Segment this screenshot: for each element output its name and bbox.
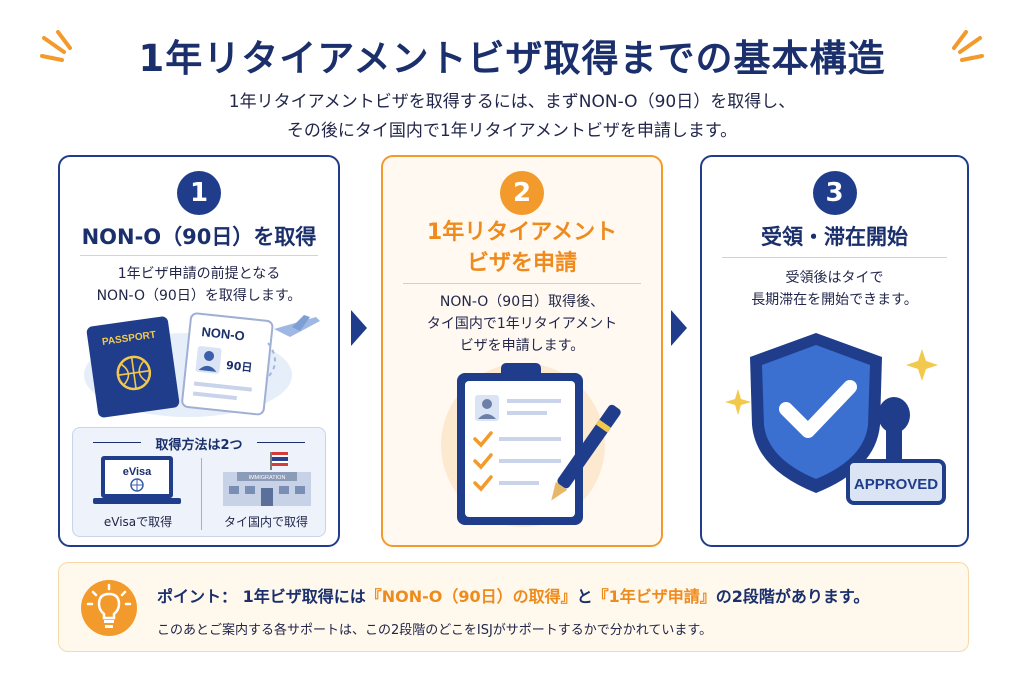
passport-icon: PASSPORT — [86, 316, 180, 418]
subtitle-line: 1年リタイアメントビザを取得するには、まずNON-O（90日）を取得し、 — [228, 92, 796, 112]
desc-line: 受領後はタイで — [785, 270, 884, 286]
pen-icon — [551, 404, 621, 501]
desc-line: 1年ビザ申請の前提となる — [117, 266, 281, 282]
page-title: 1年リタイアメントビザ取得までの基本構造 — [138, 37, 886, 80]
chevron-right-icon — [671, 310, 687, 346]
point-highlight: 『1年ビザ申請』 — [592, 587, 716, 606]
divider — [201, 458, 202, 530]
visa-card-icon: NON-O 90日 — [181, 312, 274, 416]
point-highlight: 『NON-O（90日）の取得』 — [365, 587, 577, 606]
point-banner: ポイント： 1年ビザ取得には『NON-O（90日）の取得』と『1年ビザ申請』の2… — [58, 562, 969, 652]
building-sign: IMMIGRATION — [249, 475, 286, 481]
page-subtitle: 1年リタイアメントビザを取得するには、まずNON-O（90日）を取得し、 その後… — [0, 88, 1024, 146]
subtitle-line: その後にタイ国内で1年リタイアメントビザを申請します。 — [286, 121, 738, 141]
immigration-building-icon: IMMIGRATION — [223, 452, 311, 506]
step-description: NON-O（90日）取得後、 タイ国内で1年リタイアメント ビザを申請します。 — [383, 291, 661, 357]
desc-line: ビザを申請します。 — [459, 338, 585, 354]
clipboard-checklist-icon — [441, 363, 621, 527]
method-caption: eVisaで取得 — [103, 515, 173, 529]
step-number-badge: 2 — [500, 171, 544, 215]
divider — [722, 257, 947, 258]
step-card-3: 3 受領・滞在開始 受領後はタイで 長期滞在を開始できます。 APPROVED — [700, 155, 969, 547]
airplane-icon — [265, 315, 320, 380]
divider — [80, 255, 318, 256]
step-card-2: 2 1年リタイアメント ビザを申請 NON-O（90日）取得後、 タイ国内で1年… — [381, 155, 663, 547]
sparkle-burst-icon — [952, 30, 984, 62]
title-line: ビザを申請 — [466, 251, 577, 276]
title-line: 1年リタイアメント — [426, 220, 618, 245]
step-title: 1年リタイアメント ビザを申請 — [383, 217, 661, 279]
sparkle-burst-icon — [40, 30, 72, 62]
point-subtext: このあとご案内する各サポートは、この2段階のどこをISJがサポートするかで分かれ… — [157, 623, 713, 638]
evisa-screen-label: eVisa — [123, 466, 152, 478]
divider — [257, 442, 305, 443]
passport-visa-illustration: PASSPORT NON-O 90日 — [84, 312, 320, 418]
point-text: ポイント： 1年ビザ取得には『NON-O（90日）の取得』と『1年ビザ申請』の2… — [157, 583, 869, 607]
lightbulb-icon — [81, 580, 137, 636]
visa-label: NON-O — [201, 324, 246, 343]
methods-title: 取得方法は2つ — [155, 438, 243, 453]
step-number-badge: 3 — [812, 171, 857, 215]
sparkle-icon — [906, 349, 938, 381]
desc-line: 長期滞在を開始できます。 — [751, 292, 918, 308]
method-caption: タイ国内で取得 — [223, 515, 308, 529]
step-description: 1年ビザ申請の前提となる NON-O（90日）を取得します。 — [60, 263, 338, 307]
sparkle-icon — [725, 389, 751, 415]
point-text-part: 1年ビザ取得には — [242, 587, 366, 606]
stamp-icon: APPROVED — [846, 397, 946, 505]
approval-shield-icon: APPROVED — [725, 333, 946, 505]
desc-line: NON-O（90日）を取得します。 — [96, 288, 302, 304]
step-number-badge: 1 — [177, 171, 221, 215]
step-title: NON-O（90日）を取得 — [81, 225, 317, 249]
visa-days: 90日 — [225, 359, 253, 375]
divider — [403, 283, 641, 284]
methods-box: 取得方法は2つ eVisa eVisaで取得 IMMIGRATION — [72, 427, 326, 537]
laptop-evisa-icon: eVisa — [93, 456, 181, 504]
chevron-right-icon — [351, 310, 367, 346]
desc-line: タイ国内で1年リタイアメント — [426, 316, 618, 332]
point-lead: ポイント： — [157, 587, 238, 606]
desc-line: NON-O（90日）取得後、 — [439, 294, 605, 310]
step-card-1: 1 NON-O（90日）を取得 1年ビザ申請の前提となる NON-O（90日）を… — [58, 155, 340, 547]
step-description: 受領後はタイで 長期滞在を開始できます。 — [702, 267, 967, 311]
point-text-part: と — [576, 587, 593, 606]
step-title: 受領・滞在開始 — [761, 225, 908, 249]
stamp-label: APPROVED — [854, 476, 938, 493]
point-text-part: の2段階があります。 — [715, 587, 870, 606]
divider — [93, 442, 141, 443]
